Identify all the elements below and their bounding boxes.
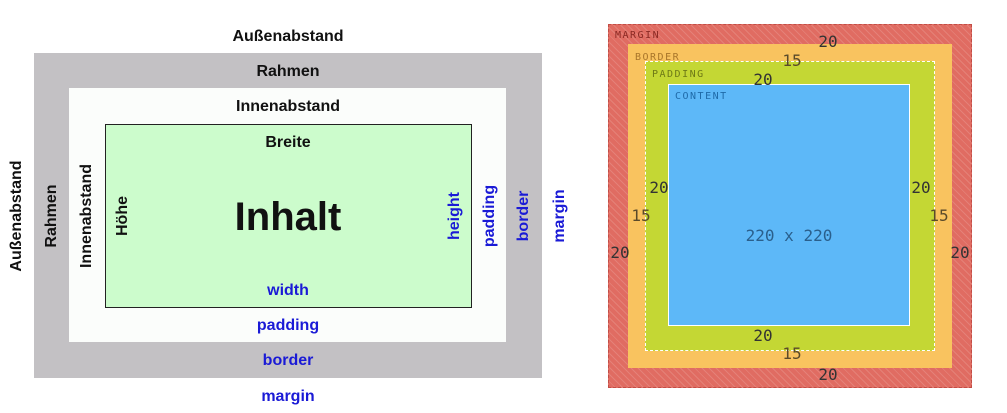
border-label-de: Rahmen (256, 63, 320, 80)
content-box (668, 84, 910, 326)
width-label-de: Breite (265, 134, 311, 151)
padding-right-value: 20 (911, 178, 931, 197)
margin-left-value: 20 (610, 243, 630, 262)
border-tag: BORDER (635, 52, 681, 63)
margin-right-value: 20 (950, 243, 970, 262)
border-label-en: border (262, 352, 314, 369)
padding-vertical-label-en: padding (481, 184, 498, 248)
padding-bottom-value: 20 (753, 326, 773, 345)
border-bottom-value: 15 (782, 344, 802, 363)
height-vertical-label-en: height (446, 192, 463, 240)
margin-label-en: margin (261, 388, 315, 405)
content-area (105, 124, 472, 308)
border-vertical-label-de: Rahmen (43, 184, 60, 248)
content-tag: CONTENT (675, 91, 728, 102)
content-label-de: Inhalt (234, 195, 342, 239)
padding-vertical-label-de: Innenabstand (78, 163, 95, 269)
margin-vertical-label-en: margin (551, 189, 568, 243)
padding-label-en: padding (256, 317, 320, 334)
padding-tag: PADDING (652, 69, 705, 80)
border-top-value: 15 (782, 51, 802, 70)
padding-top-value: 20 (753, 70, 773, 89)
width-label-en: width (267, 282, 309, 299)
height-vertical-label-de: Höhe (114, 196, 131, 236)
padding-label-de: Innenabstand (235, 98, 341, 115)
margin-vertical-label-de: Außenabstand (8, 160, 25, 272)
margin-tag: MARGIN (615, 30, 661, 41)
border-vertical-label-en: border (515, 190, 532, 242)
margin-top-value: 20 (818, 32, 838, 51)
border-right-value: 15 (929, 206, 949, 225)
margin-label-de: Außenabstand (232, 28, 344, 45)
border-left-value: 15 (631, 206, 651, 225)
padding-left-value: 20 (649, 178, 669, 197)
content-size-value: 220 x 220 (745, 226, 833, 245)
margin-bottom-value: 20 (818, 365, 838, 384)
